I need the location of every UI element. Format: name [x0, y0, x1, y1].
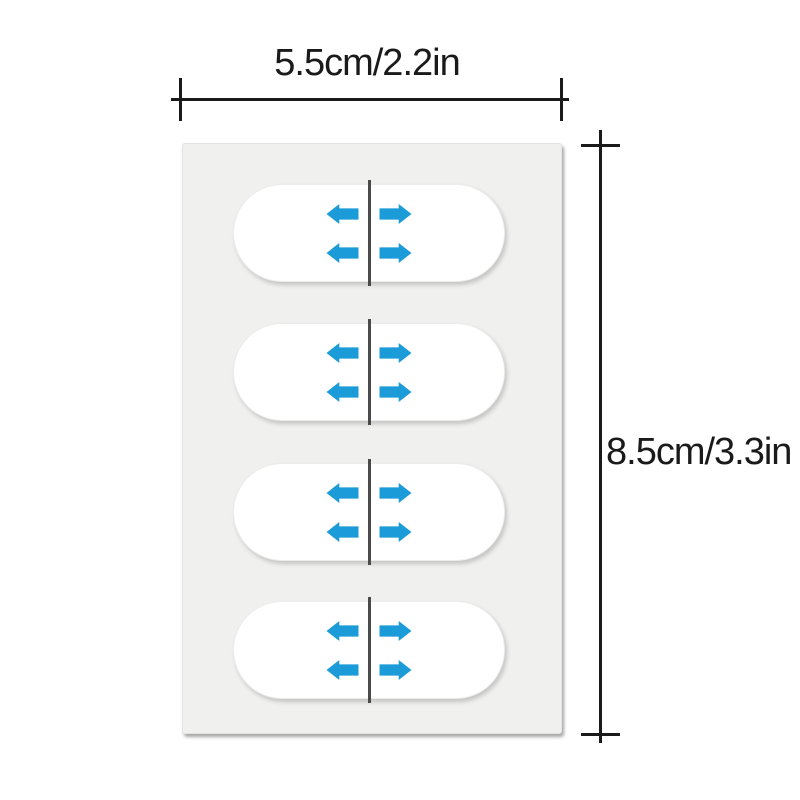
- sticker-pill: [233, 597, 505, 703]
- arrow-grid: [327, 204, 412, 263]
- arrow-left-icon: [327, 343, 359, 363]
- arrow-right-icon: [379, 204, 412, 224]
- sticker-pill: [233, 180, 505, 286]
- arrow-left-icon: [327, 522, 359, 542]
- arrow-right-icon: [379, 660, 412, 680]
- height-dimension-line: [599, 130, 602, 743]
- arrow-left-icon: [327, 243, 359, 263]
- arrow-right-icon: [379, 382, 412, 402]
- width-dimension-tick-right: [560, 78, 563, 121]
- arrow-left-icon: [327, 382, 359, 402]
- sticker-pill: [233, 459, 505, 565]
- center-cut-line: [367, 180, 371, 286]
- arrow-right-icon: [379, 621, 412, 641]
- arrow-grid: [327, 621, 412, 680]
- width-dimension-line: [171, 98, 569, 101]
- height-dimension-label: 8.5cm/3.3in: [606, 431, 792, 473]
- arrow-left-icon: [327, 204, 359, 224]
- arrow-left-icon: [327, 483, 359, 503]
- arrow-grid: [327, 483, 412, 542]
- arrow-right-icon: [379, 243, 412, 263]
- height-dimension-tick-top: [581, 144, 620, 147]
- center-cut-line: [367, 319, 371, 425]
- arrow-left-icon: [327, 660, 359, 680]
- width-dimension-label: 5.5cm/2.2in: [274, 42, 460, 84]
- arrow-right-icon: [379, 522, 412, 542]
- arrow-right-icon: [379, 483, 412, 503]
- sticker-pill: [233, 319, 505, 425]
- center-cut-line: [367, 597, 371, 703]
- center-cut-line: [367, 459, 371, 565]
- arrow-grid: [327, 343, 412, 402]
- arrow-left-icon: [327, 621, 359, 641]
- height-dimension-tick-bottom: [581, 733, 620, 736]
- width-dimension-tick-left: [179, 78, 182, 121]
- arrow-right-icon: [379, 343, 412, 363]
- sticker-sheet: [182, 143, 562, 734]
